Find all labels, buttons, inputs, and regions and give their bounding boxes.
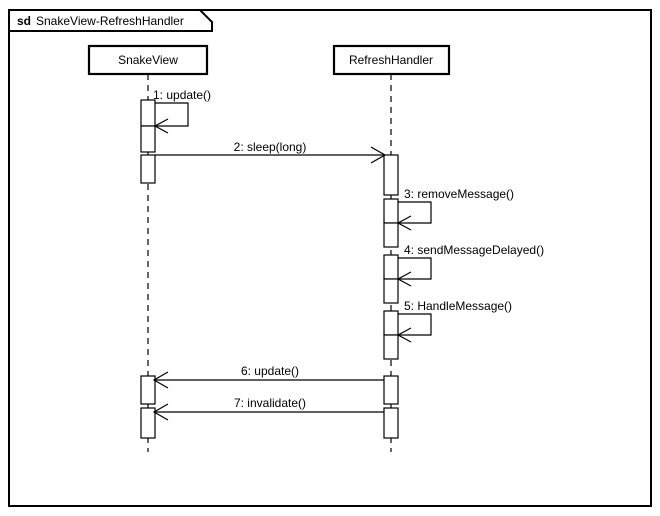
- arrowhead-icon: [152, 403, 169, 421]
- frame-kind-label: sd: [17, 14, 31, 28]
- message-label: 1: update(): [153, 88, 211, 102]
- arrowhead-icon: [396, 327, 412, 343]
- diagram-frame: [8, 9, 652, 507]
- message-label: 3: removeMessage(): [404, 187, 514, 201]
- activation-bar: [140, 407, 156, 439]
- message-label: 5: HandleMessage(): [404, 299, 512, 313]
- arrowhead-icon: [370, 146, 387, 164]
- message-label: 6: update(): [241, 364, 299, 378]
- activation-bar: [140, 125, 156, 153]
- activation-bar: [383, 375, 399, 405]
- arrowhead-icon: [396, 215, 412, 231]
- message-3-removeMessage[interactable]: 3: removeMessage(): [396, 187, 514, 231]
- participant-refreshhandler[interactable]: RefreshHandler: [332, 44, 451, 452]
- message-label: 2: sleep(long): [234, 140, 307, 154]
- message-6-update[interactable]: 6: update(): [152, 364, 384, 389]
- self-call-path: [398, 313, 432, 336]
- activation-bar: [383, 198, 399, 224]
- self-call-path: [398, 201, 432, 224]
- activation-bar: [383, 154, 399, 196]
- message-label: 4: sendMessageDelayed(): [404, 243, 544, 257]
- activation-bar: [383, 254, 399, 280]
- activation-bar: [140, 99, 156, 127]
- arrowhead-icon: [152, 371, 169, 389]
- lifeline-head-snakeview[interactable]: [87, 44, 209, 76]
- activation-bar: [383, 310, 399, 336]
- activation-bar: [383, 278, 399, 304]
- self-call-path: [398, 257, 432, 280]
- message-5-HandleMessage[interactable]: 5: HandleMessage(): [396, 299, 512, 343]
- activation-bar: [140, 375, 156, 405]
- message-7-invalidate[interactable]: 7: invalidate(): [152, 396, 384, 421]
- frame-name-label: SnakeView-RefreshHandler: [36, 14, 184, 28]
- activation-bar: [383, 407, 399, 439]
- activation-bar: [383, 222, 399, 248]
- self-call-path: [155, 102, 189, 127]
- participant-label-snakeview: SnakeView: [118, 53, 178, 67]
- activation-bar: [383, 334, 399, 360]
- message-label: 7: invalidate(): [234, 396, 306, 410]
- lifeline-head-refreshhandler[interactable]: [332, 44, 451, 76]
- frame-name-tab: [8, 9, 213, 32]
- message-4-sendMessageDelayed[interactable]: 4: sendMessageDelayed(): [396, 243, 544, 287]
- activation-bar: [140, 154, 156, 184]
- message-1-update[interactable]: 1: update(): [153, 88, 211, 134]
- arrowhead-icon: [153, 118, 169, 134]
- participant-label-refreshhandler: RefreshHandler: [349, 53, 433, 67]
- arrowhead-icon: [396, 271, 412, 287]
- message-2-sleep[interactable]: 2: sleep(long): [155, 140, 387, 164]
- participant-snakeview[interactable]: SnakeView: [87, 44, 209, 452]
